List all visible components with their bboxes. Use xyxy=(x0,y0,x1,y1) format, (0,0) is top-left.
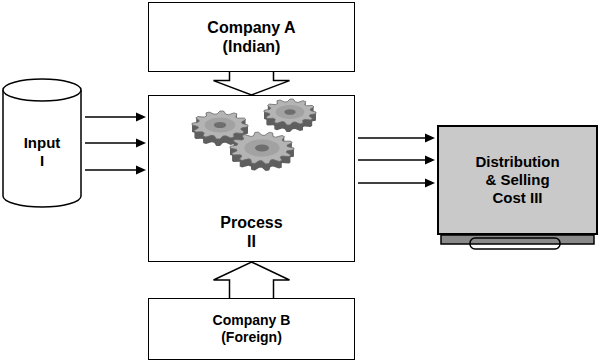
block-arrow xyxy=(214,71,290,95)
company-box: Company A (Indian) xyxy=(148,2,355,72)
flow-arrows xyxy=(358,134,435,188)
process-box: Process II xyxy=(148,95,355,262)
cylinder-top xyxy=(3,79,81,101)
flow-arrows xyxy=(85,113,146,175)
gear xyxy=(230,132,294,171)
company-box: Company B (Foreign) xyxy=(148,298,355,360)
node-label: Company B (Foreign) xyxy=(197,312,307,346)
block-arrow xyxy=(214,262,290,299)
gears-illustration xyxy=(192,99,316,171)
cost-box: Distribution & Selling Cost III xyxy=(437,125,598,235)
cylinder-body xyxy=(3,90,81,207)
input-cylinder: Input I xyxy=(2,78,82,208)
gear xyxy=(264,99,316,132)
node-label: Company A (Indian) xyxy=(187,18,317,56)
cost-box-base xyxy=(441,235,594,249)
node-label: Process II xyxy=(220,213,282,251)
node-label: Input I xyxy=(24,134,61,170)
node-label: Distribution & Selling Cost III xyxy=(470,153,566,207)
